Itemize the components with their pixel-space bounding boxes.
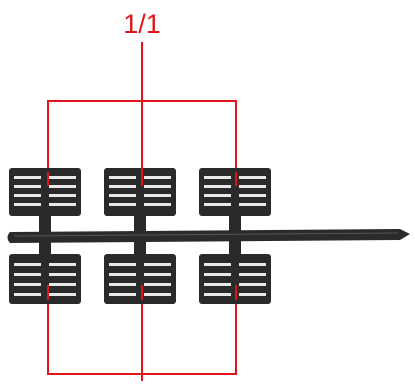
slot bbox=[239, 176, 266, 179]
slot bbox=[204, 293, 231, 296]
slot bbox=[204, 273, 231, 276]
slot bbox=[144, 283, 171, 286]
slot bbox=[49, 263, 76, 266]
slot bbox=[239, 283, 266, 286]
slot bbox=[144, 263, 171, 266]
part-body bbox=[9, 168, 81, 216]
slot bbox=[49, 203, 76, 206]
part-stem bbox=[39, 238, 51, 256]
slot bbox=[204, 176, 231, 179]
part-body bbox=[104, 254, 176, 304]
rail-highlight bbox=[13, 232, 399, 237]
slot bbox=[14, 203, 41, 206]
slot bbox=[49, 293, 76, 296]
slot bbox=[14, 176, 41, 179]
slot bbox=[144, 203, 171, 206]
part-stem bbox=[229, 214, 241, 232]
slot bbox=[14, 273, 41, 276]
slot bbox=[109, 273, 136, 276]
fastener-part bbox=[9, 238, 81, 304]
slot bbox=[204, 283, 231, 286]
part-body bbox=[9, 254, 81, 304]
slot bbox=[239, 293, 266, 296]
ratio-label: 1/1 bbox=[123, 9, 161, 39]
slot bbox=[109, 263, 136, 266]
fastener-part bbox=[104, 168, 176, 232]
fastener-part bbox=[104, 238, 176, 304]
slot bbox=[49, 176, 76, 179]
slot bbox=[109, 185, 136, 188]
slot bbox=[239, 203, 266, 206]
slot bbox=[144, 194, 171, 197]
slot bbox=[109, 194, 136, 197]
slot bbox=[239, 273, 266, 276]
slot bbox=[49, 194, 76, 197]
part-stem bbox=[134, 214, 146, 232]
bottom-bracket bbox=[47, 300, 237, 381]
fastener-part bbox=[199, 238, 271, 304]
slot bbox=[144, 176, 171, 179]
part-body bbox=[104, 168, 176, 216]
slot bbox=[14, 293, 41, 296]
slot bbox=[204, 194, 231, 197]
slot bbox=[14, 263, 41, 266]
slot bbox=[14, 283, 41, 286]
slot bbox=[109, 176, 136, 179]
slot bbox=[49, 283, 76, 286]
fastener-part bbox=[9, 168, 81, 232]
slot bbox=[239, 194, 266, 197]
slot bbox=[204, 203, 231, 206]
slot bbox=[109, 283, 136, 286]
slot bbox=[109, 203, 136, 206]
part-body bbox=[199, 254, 271, 304]
top-part-row bbox=[9, 168, 271, 232]
bottom-part-row bbox=[9, 238, 271, 304]
part-stem bbox=[39, 214, 51, 232]
bracket-ticks bbox=[47, 101, 237, 300]
slot bbox=[109, 293, 136, 296]
slot bbox=[49, 273, 76, 276]
slot bbox=[204, 185, 231, 188]
slot bbox=[144, 293, 171, 296]
part-stem bbox=[229, 238, 241, 256]
mounting-rail bbox=[7, 229, 410, 243]
part-stem bbox=[134, 238, 146, 256]
slot bbox=[239, 185, 266, 188]
slot bbox=[239, 263, 266, 266]
slot bbox=[49, 185, 76, 188]
slot bbox=[144, 273, 171, 276]
slot bbox=[14, 194, 41, 197]
slot bbox=[144, 185, 171, 188]
slot bbox=[14, 185, 41, 188]
slot bbox=[204, 263, 231, 266]
rail-body bbox=[7, 229, 410, 243]
fastener-part bbox=[199, 168, 271, 232]
